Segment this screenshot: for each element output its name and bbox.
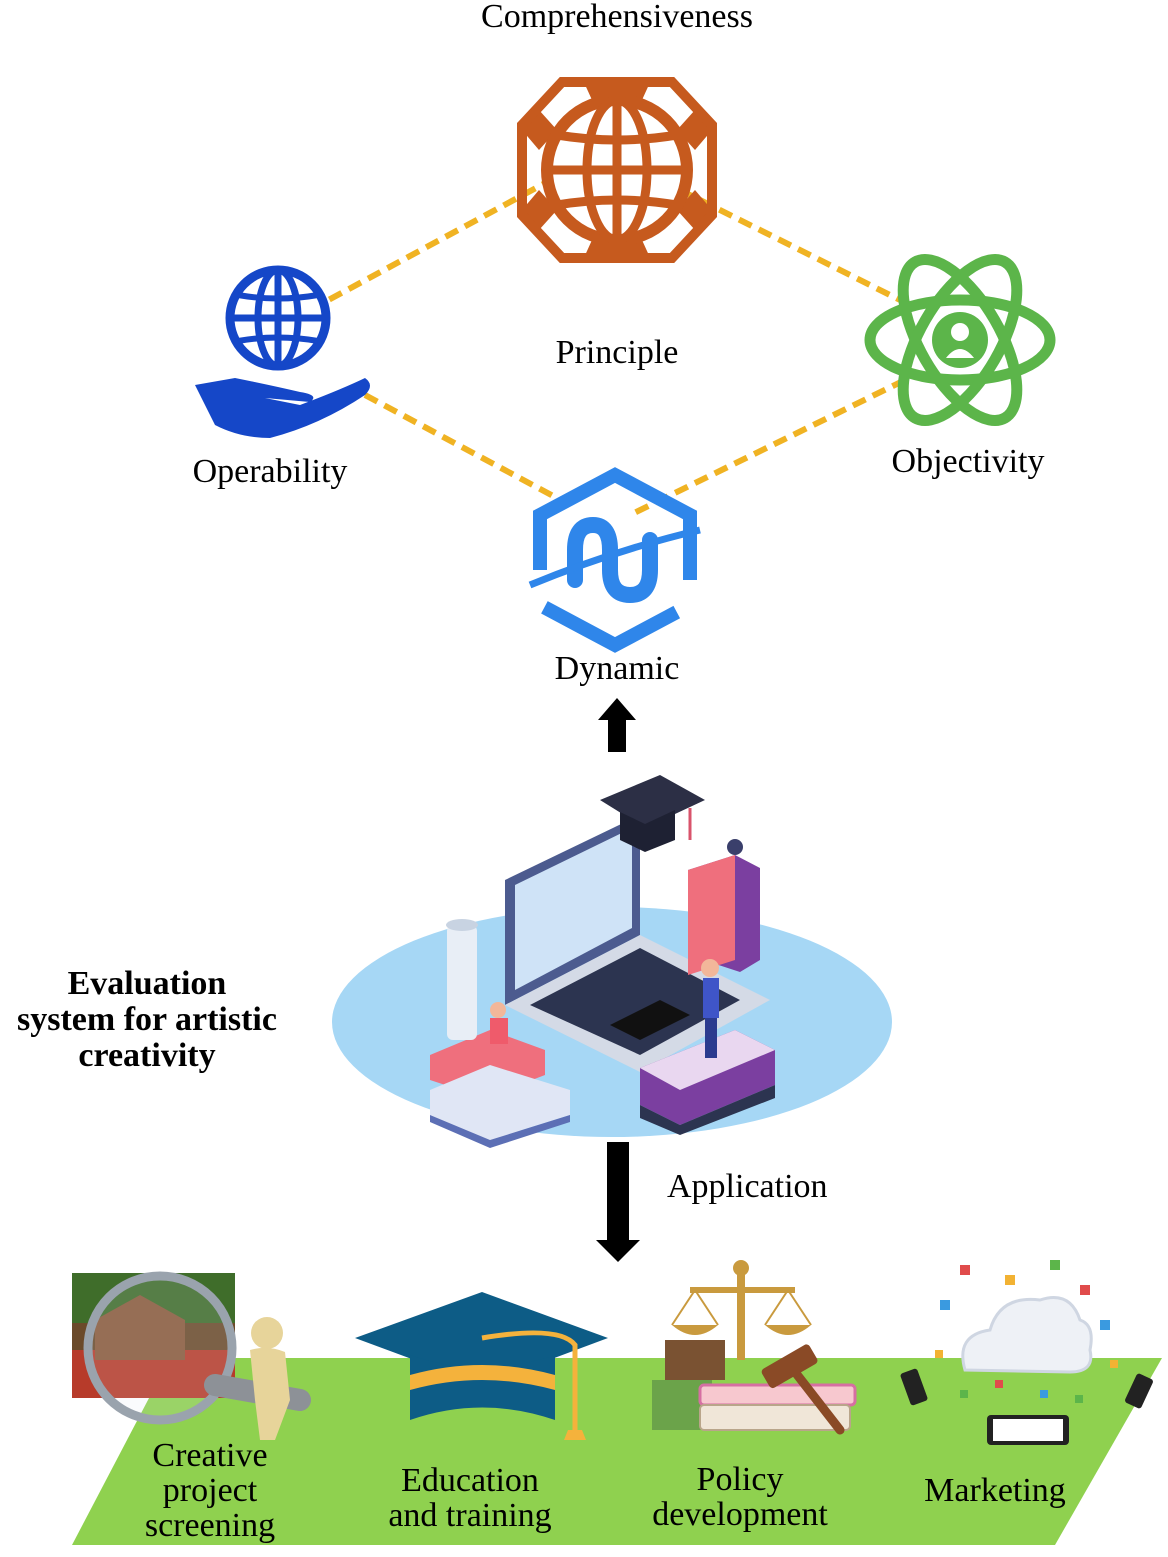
principle-comprehensiveness-label: Comprehensiveness: [481, 0, 753, 35]
principle-dynamic-label: Dynamic: [554, 650, 680, 687]
law-scales-gavel-icon: [652, 1260, 857, 1435]
cloud-devices-icon: [900, 1260, 1153, 1445]
title-line: system for artistic: [17, 1001, 277, 1038]
bidirectional-arrow-icon: [596, 1142, 640, 1262]
principle-operability-label: Operability: [192, 453, 348, 490]
application-line: Policy: [696, 1461, 784, 1498]
up-arrow-icon: [598, 698, 636, 752]
application-line: Education: [401, 1462, 539, 1499]
principle-center-label: Principle: [555, 334, 679, 371]
principle-diamond-lines: [308, 172, 907, 518]
principle-objectivity-label: Objectivity: [891, 443, 1045, 480]
globe-gear-icon: [517, 77, 717, 263]
application-line: and training: [388, 1497, 552, 1534]
hexagon-wave-icon: [528, 467, 701, 653]
application-line: project: [162, 1472, 258, 1509]
hand-globe-icon: [195, 265, 370, 438]
title-line: creativity: [78, 1037, 216, 1074]
application-creative-project-screening: Creative project screening: [145, 1438, 275, 1543]
application-marketing: Marketing: [924, 1473, 1066, 1508]
graduation-cap-icon: [355, 1292, 608, 1440]
application-platform: [72, 1358, 1162, 1545]
application-education-training: Education and training: [388, 1463, 551, 1533]
application-line: Marketing: [924, 1472, 1066, 1509]
title-line: Evaluation: [67, 965, 227, 1002]
application-line: Creative: [152, 1437, 268, 1474]
application-policy-development: Policy development: [652, 1462, 828, 1532]
education-illustration: [332, 677, 892, 1148]
application-line: screening: [144, 1507, 276, 1544]
application-line: development: [652, 1496, 828, 1533]
evaluation-system-title: Evaluation system for artistic creativit…: [17, 966, 277, 1074]
atom-person-icon: [864, 254, 1056, 426]
magnifier-person-icon: [72, 1271, 311, 1440]
application-label: Application: [667, 1168, 828, 1205]
